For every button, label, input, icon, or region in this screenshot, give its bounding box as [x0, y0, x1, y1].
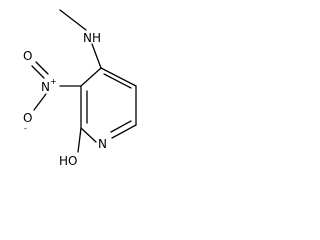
bond-c6-n1 [111, 124, 137, 139]
bond-nnitro-otop-b [35, 61, 49, 75]
bond-c4-c5 [100, 67, 137, 87]
bond-c2-oh [77, 127, 82, 153]
bond-c6-n1-inner [110, 120, 132, 133]
bond-c3-c4 [80, 67, 102, 87]
structure-diagram: NH N + O O - N HO [0, 0, 155, 184]
charge-minus: - [24, 124, 27, 133]
atom-ring-n: N [98, 137, 107, 151]
charge-plus: + [50, 77, 57, 86]
atom-o-minus: O [23, 111, 32, 125]
molecule-drawing: NH N + O O - N HO [23, 9, 137, 168]
bond-c4-c5-inner [103, 73, 132, 89]
bond-nnitro-otop-a [31, 65, 45, 79]
atom-o-top: O [23, 49, 32, 63]
atom-n-nitro: N [41, 80, 50, 94]
bond-methyl-nh [59, 9, 87, 31]
bond-nnitro-ominus [33, 93, 47, 111]
atom-nh: NH [83, 31, 101, 45]
atom-ho: HO [59, 154, 77, 168]
bond-n1-c2 [80, 127, 97, 143]
bond-nh-c4 [91, 43, 102, 69]
